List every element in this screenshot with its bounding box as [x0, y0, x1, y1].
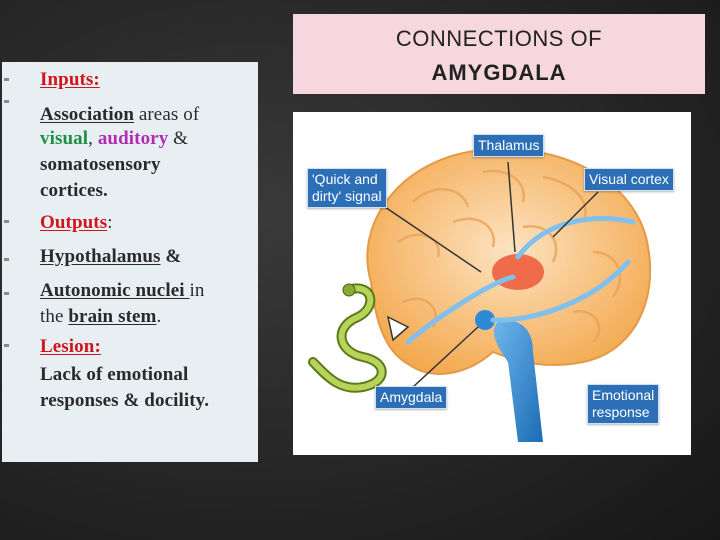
thalamus-label: Thalamus: [473, 134, 545, 157]
bullet-marker: [4, 344, 9, 347]
brain-stem-text: brain stem: [68, 306, 157, 327]
visual-cortex-label: Visual cortex: [584, 168, 674, 191]
inputs-heading: Inputs:: [40, 69, 100, 91]
areas-of-text: areas of: [134, 104, 200, 125]
brain-illustration: [308, 148, 652, 442]
bullet-marker: [4, 292, 9, 295]
outputs-line-1: Hypothalamus &: [40, 246, 182, 267]
quick-dirty-label: 'Quick and dirty' signal: [307, 168, 387, 208]
lesion-line-1: Lack of emotional: [40, 364, 188, 386]
title-line-2: AMYGDALA: [431, 60, 567, 85]
cortices-text: cortices.: [40, 180, 108, 201]
hypothalamus-text: Hypothalamus: [40, 246, 161, 267]
title-line-1: CONNECTIONS OF: [395, 26, 603, 51]
emotional-response-label: Emotional response: [587, 384, 660, 424]
inputs-line-2: visual, auditory &: [40, 128, 189, 149]
bullet-marker: [4, 100, 9, 103]
text-panel: [2, 62, 258, 462]
brain-stem-shape: [493, 320, 543, 442]
inputs-line-3: somatosensory: [40, 154, 161, 176]
bullet-marker: [4, 258, 9, 261]
inputs-line-4: cortices.: [40, 180, 108, 202]
association-text: Association: [40, 104, 134, 125]
snake-icon: [308, 283, 387, 393]
inputs-line-1: Association areas of: [40, 104, 199, 126]
autonomic-text: Autonomic nuclei: [40, 280, 190, 301]
slide-title: CONNECTIONS OF AMYGDALA: [293, 14, 705, 94]
auditory-text: auditory: [97, 128, 169, 149]
outputs-label: Outputs: [40, 212, 108, 233]
lesion-heading: Lesion:: [40, 336, 101, 358]
bullet-marker: [4, 78, 9, 81]
eye-shape: [386, 315, 410, 342]
pointer-lines: [384, 161, 599, 388]
lesion-label: Lesion:: [40, 336, 101, 357]
lack-text: Lack of emotional: [40, 364, 189, 385]
lesion-line-2: responses & docility.: [40, 390, 209, 412]
outputs-line-3: the brain stem.: [40, 306, 162, 327]
visual-text: visual: [40, 128, 89, 149]
outputs-line-2: Autonomic nuclei in: [40, 280, 205, 301]
amygdala-diagram: Thalamus 'Quick and dirty' signal Visual…: [293, 112, 691, 455]
bullet-marker: [4, 220, 9, 223]
responses-text: responses & docility.: [40, 390, 210, 411]
brain-folds: [397, 169, 622, 343]
somatosensory-text: somatosensory: [40, 154, 161, 175]
amygdala-label: Amygdala: [375, 386, 448, 409]
inputs-label: Inputs:: [40, 69, 100, 90]
amygdala-shape: [475, 310, 495, 330]
outputs-heading: Outputs:: [40, 212, 113, 233]
signal-arrows: [405, 215, 636, 345]
